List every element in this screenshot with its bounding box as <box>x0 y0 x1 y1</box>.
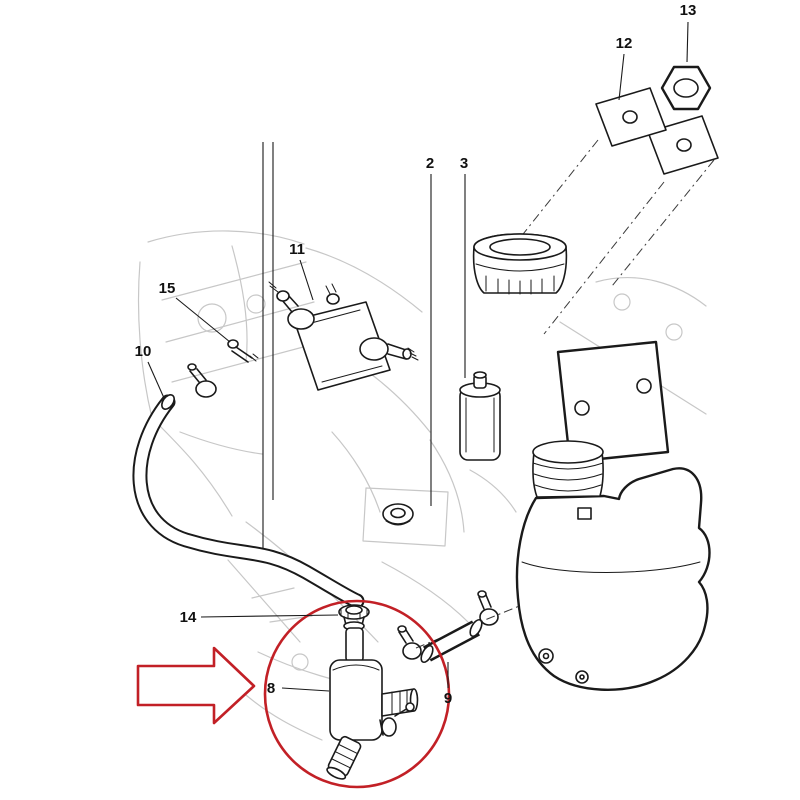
hose-part-10 <box>132 394 365 609</box>
callout-label-2: 2 <box>426 155 434 172</box>
callout-label-12: 12 <box>616 35 633 52</box>
connector-pipe-part-9 <box>397 590 499 664</box>
callout-label-8: 8 <box>267 680 275 697</box>
hex-nut-part-13 <box>660 65 712 111</box>
callout-label-3: 3 <box>460 155 468 172</box>
callout-label-10: 10 <box>135 343 152 360</box>
hose-clamp-icon <box>187 363 217 398</box>
screw-part-15 <box>227 339 259 363</box>
callout-label-15: 15 <box>159 280 176 297</box>
bolt-icon <box>405 702 415 712</box>
pressure-cap <box>472 233 568 295</box>
callout-labels: 2 3 8 9 10 11 12 13 14 15 <box>135 2 697 707</box>
tank-mounting-plate <box>556 340 670 464</box>
callout-label-11: 11 <box>289 241 305 258</box>
cylindrical-sensor-part-3 <box>459 371 501 461</box>
highlight-circle <box>263 599 451 789</box>
bracket-with-bolts-part-11 <box>268 281 419 391</box>
filler-neck <box>532 451 604 498</box>
hose-clamp-icon <box>397 625 422 660</box>
bolt-icon <box>276 290 290 302</box>
grommet-seal <box>382 503 414 526</box>
callout-leader-lines <box>147 21 689 692</box>
callout-label-13: 13 <box>680 2 697 19</box>
cap-nut-part-14 <box>338 604 370 631</box>
callout-label-9: 9 <box>444 690 452 707</box>
highlight-arrow-icon <box>136 646 256 725</box>
hose-clamp-icon <box>477 590 499 626</box>
valve-bottom-barb <box>326 735 362 780</box>
valve-part-8 <box>326 604 419 780</box>
strap-bracket-part-12 <box>595 87 719 175</box>
valve-stem <box>345 627 364 663</box>
construction-lines <box>262 142 274 560</box>
callout-label-14: 14 <box>180 609 197 626</box>
bolt-icon <box>402 348 412 360</box>
expansion-tank <box>515 440 711 691</box>
valve-body <box>329 659 383 741</box>
